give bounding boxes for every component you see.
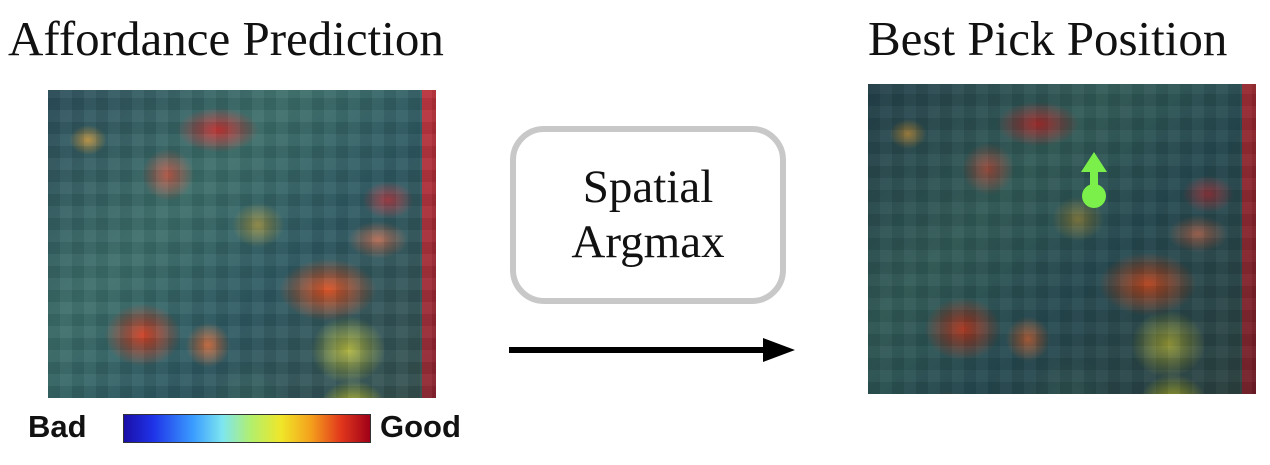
colorbar-low-label: Bad: [28, 409, 87, 444]
affordance-heatmap-image: [48, 90, 436, 398]
best-pick-heatmap-image: [868, 84, 1256, 394]
heatmap-edge: [422, 90, 436, 398]
spatial-argmax-box: Spatial Argmax: [510, 126, 786, 304]
colorbar-high-label: Good: [380, 409, 461, 444]
flow-arrow-icon: [509, 338, 795, 362]
heatmap-edge: [1242, 84, 1256, 394]
pick-position-marker-icon: [1081, 152, 1107, 208]
affordance-title: Affordance Prediction: [8, 11, 444, 66]
op-line-2: Argmax: [571, 216, 725, 268]
op-line-1: Spatial: [582, 161, 714, 214]
best-pick-title: Best Pick Position: [868, 11, 1228, 66]
colorbar-gradient: [123, 414, 371, 443]
